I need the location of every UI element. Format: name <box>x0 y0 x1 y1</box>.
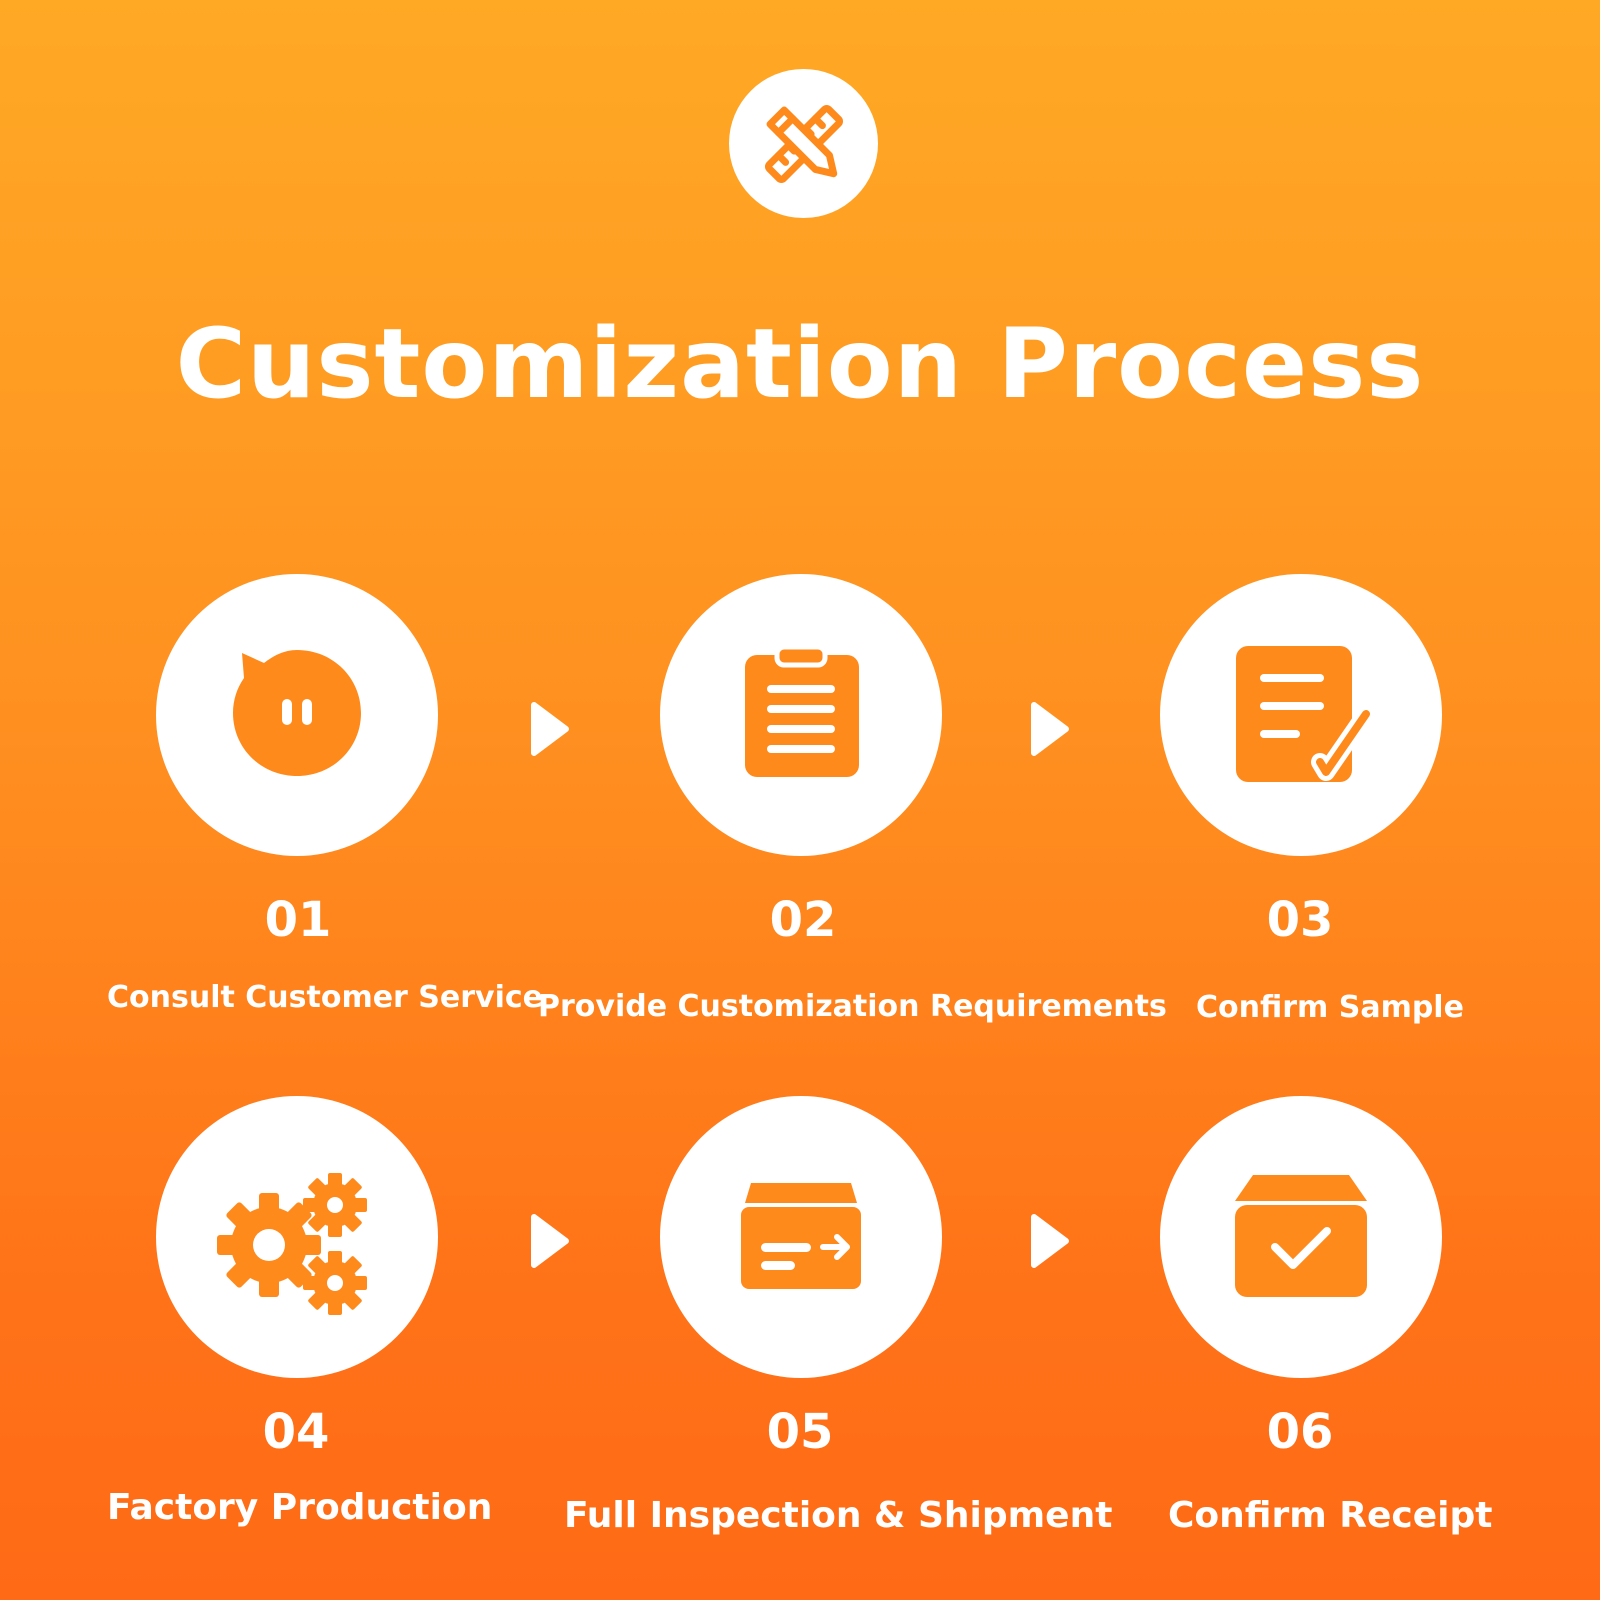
step-3-circle <box>1160 574 1442 856</box>
arrow-right-icon <box>1031 702 1069 756</box>
received-box-icon <box>1235 1175 1367 1297</box>
step-1-circle <box>156 574 438 856</box>
step-5-number: 05 <box>766 1404 834 1460</box>
step-6-circle <box>1160 1096 1442 1378</box>
shipping-box-icon <box>741 1183 861 1289</box>
header-badge <box>729 69 878 218</box>
chat-bubble-icon <box>233 650 361 776</box>
clipboard-icon <box>745 645 859 777</box>
step-2-label: Provide Customization Requirements <box>538 989 1167 1024</box>
step-4-label: Factory Production <box>107 1487 493 1528</box>
step-6-label: Confirm Receipt <box>1168 1495 1493 1536</box>
step-4-circle <box>156 1096 438 1378</box>
step-4-number: 04 <box>262 1404 330 1460</box>
step-1-number: 01 <box>264 892 332 948</box>
step-3-number: 03 <box>1266 892 1334 948</box>
step-3-label: Confirm Sample <box>1196 990 1464 1025</box>
arrow-right-icon <box>1031 1214 1069 1268</box>
step-2-number: 02 <box>769 892 837 948</box>
step-5-label: Full Inspection & Shipment <box>564 1495 1113 1536</box>
document-check-icon <box>1236 646 1375 782</box>
arrow-right-icon <box>531 1214 569 1268</box>
page-title: Customization Process <box>175 308 1425 420</box>
step-5-circle <box>660 1096 942 1378</box>
gears-icon <box>217 1173 367 1315</box>
design-tools-icon <box>764 104 843 183</box>
step-2-circle <box>660 574 942 856</box>
step-1-label: Consult Customer Service <box>107 980 544 1015</box>
arrow-right-icon <box>531 702 569 756</box>
step-6-number: 06 <box>1266 1404 1334 1460</box>
